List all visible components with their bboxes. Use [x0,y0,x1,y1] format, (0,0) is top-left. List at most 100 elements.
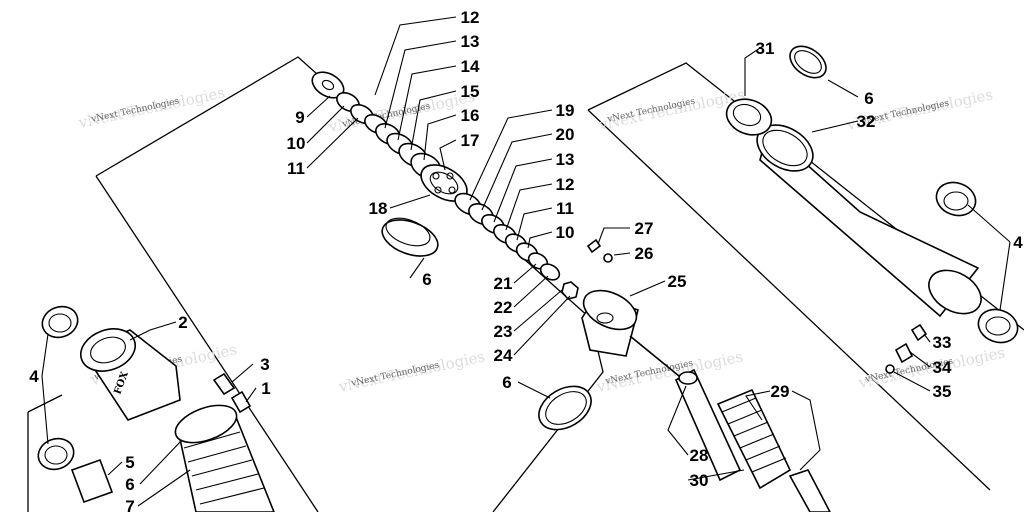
callout-15: 15 [461,82,480,101]
piston-port-4 [448,186,456,194]
part-31-end-cap-bore [732,103,762,127]
callout-27: 27 [635,219,654,238]
callout-14: 14 [461,57,480,76]
part-27-pin [586,238,602,254]
part-6-seal-ring-lower [538,385,592,431]
callout-12-top: 12 [461,8,480,27]
callout-23: 23 [494,322,513,341]
callout-6-lower: 6 [502,373,511,392]
watermark-1: vNext Technologies vNext Technologies [76,83,226,132]
callout-29: 29 [771,382,790,401]
callout-10-top: 10 [287,134,306,153]
part-34-valve [894,342,914,364]
callout-6-top: 6 [864,89,873,108]
piston-port-3 [434,186,442,194]
part-24-nut [561,281,579,300]
left-frame-edge [95,175,319,512]
piston-port-1 [432,172,440,180]
callout-12-lower: 12 [556,175,575,194]
callout-7: 7 [125,497,134,512]
callout-4-left: 4 [29,367,39,386]
callout-4-right: 4 [1013,233,1023,252]
part-25-cap-top [582,289,638,331]
reservoir-end [928,269,982,315]
callout-24: 24 [494,346,513,365]
callout-32: 32 [857,112,876,131]
callout-13-top: 13 [461,32,480,51]
callout-26: 26 [635,244,654,263]
callout-2: 2 [178,313,187,332]
part-33-cap [910,323,928,342]
part-9-hole [321,79,335,91]
callout-33: 33 [933,333,952,352]
part-28-bumper [678,371,698,385]
part-4-bushing-right-bottom-bore [985,316,1011,336]
callout-35: 35 [933,382,952,401]
callout-10-lower: 10 [556,223,575,242]
callout-13-lower: 13 [556,150,575,169]
callout-19: 19 [556,101,575,120]
callout-20: 20 [556,125,575,144]
right-frame-edge [587,109,991,491]
part-6-seal-inner-lower [545,391,587,425]
part-6-seal-inner [385,217,431,247]
part-6-seal-ring-upper [381,219,439,257]
callout-11-top: 11 [287,159,305,178]
part-4-bushing-right-top [935,181,977,217]
callout-30: 30 [690,471,709,490]
part-3-fitting [212,372,236,396]
callout-5: 5 [125,453,134,472]
part-5-spacer [70,458,114,504]
lower-valve-stack [454,192,579,300]
watermark-6: vNext Technologies vNext Technologies [336,347,486,396]
part-6-seal-top-inner [794,50,822,74]
callout-34: 34 [933,358,952,377]
callout-11-lower: 11 [556,199,574,218]
callout-31: 31 [756,39,775,58]
part-4-bushing-top [41,305,79,339]
callout-labels: 12 13 14 15 16 17 9 10 11 18 6 19 20 13 … [29,8,1023,512]
callout-6-upper: 6 [422,270,431,289]
upper-valve-stack [311,71,468,257]
part-35-ball [885,364,895,374]
shaft-assembly [629,335,831,512]
callout-1: 1 [261,379,270,398]
callout-9: 9 [295,108,304,127]
watermark-8: vNext Technologies vNext Technologies [856,343,1006,392]
part-6-seal-ring-body [174,404,238,444]
part-25-bore [596,312,614,324]
part-30-rod-end [788,469,831,512]
callout-25: 25 [668,272,687,291]
part-2-eye-bore [90,336,126,364]
callout-16: 16 [461,106,480,125]
shock-body-assembly: FOX [37,305,275,512]
callout-28: 28 [690,446,709,465]
part-6-seal-ring-top [789,45,827,79]
part-31-end-cap [725,98,773,136]
callout-17: 17 [461,131,480,150]
callout-18: 18 [369,199,388,218]
leader-lines [41,16,1011,507]
reservoir-assembly [725,45,1019,374]
watermark-3: vNext Technologies vNext Technologies [596,85,746,134]
callout-21: 21 [494,274,513,293]
part-4-bushing-right-bottom [977,308,1019,344]
part-4-bushing-bottom-bore [44,445,68,465]
part-32-rim-inner [762,129,808,167]
part-4-bushing-right-top-bore [943,191,969,211]
part-4-bushing-top-bore [48,313,72,333]
spring-coils [721,397,787,473]
part-18-piston-ring [429,171,459,195]
callout-22: 22 [494,298,513,317]
callout-6-body: 6 [125,475,134,494]
lower-left-frame [27,394,63,413]
part-4-bushing-bottom [37,437,75,471]
piston-port-2 [446,172,454,180]
bearing-cap-assembly [538,238,639,431]
tube-ridges [183,431,265,505]
part-1-fitting [230,390,252,414]
callout-3: 3 [260,355,269,374]
part-26-ball [603,253,613,263]
